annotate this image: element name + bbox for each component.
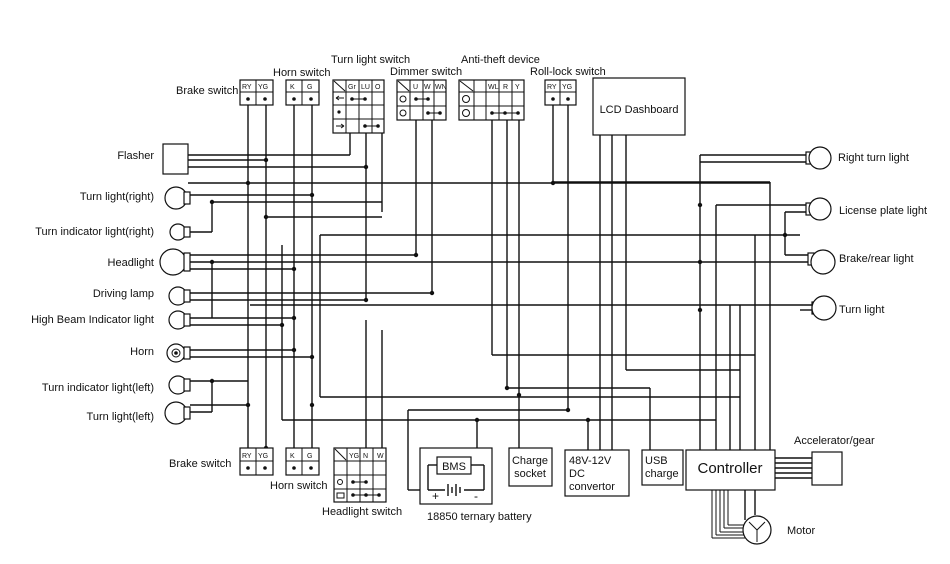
headlight-switch-col-3: W	[377, 453, 384, 460]
roll-lock-col-1: RY	[547, 84, 557, 91]
roll-lock-col-2: YG	[562, 84, 572, 91]
right-turn-light: Right turn light	[805, 146, 909, 170]
lock-icon	[462, 95, 470, 103]
dc-convertor-line2: DC	[569, 468, 585, 480]
turn-light-right: Turn light(right)	[80, 186, 191, 210]
horn-label: Horn	[130, 346, 154, 358]
charge-socket-line1: Charge	[512, 455, 548, 467]
dc-convertor-line3: convertor	[569, 481, 615, 493]
driving-lamp: Driving lamp	[93, 286, 191, 306]
horn-bottom-col-2: G	[307, 453, 312, 460]
dc-convertor: 48V-12V DC convertor	[564, 449, 630, 497]
turn-light: Turn light	[811, 295, 884, 321]
battery-pack: BMS + - 18850 ternary battery	[419, 447, 532, 523]
anti-theft-col-3: Y	[515, 84, 520, 91]
charge-socket-line2: socket	[514, 468, 546, 480]
turn-indicator-right-label: Turn indicator light(right)	[35, 226, 154, 238]
brake-switch-top: RY YG Brake switch	[176, 79, 274, 106]
anti-theft-device-label: Anti-theft device	[461, 54, 540, 66]
turn-light-switch: Gr LU O Turn light switch	[331, 54, 410, 134]
dimmer-col-3: WN	[435, 84, 447, 91]
turn-switch-col-3: O	[375, 84, 381, 91]
battery-plus: +	[432, 489, 439, 503]
headlight-switch: YG N W Headlight switch	[322, 447, 402, 518]
driving-lamp-label: Driving lamp	[93, 288, 154, 300]
license-plate-light: License plate light	[805, 197, 927, 221]
dc-convertor-line1: 48V-12V	[569, 455, 612, 467]
horn-top-col-2: G	[307, 84, 312, 91]
headlight-label: Headlight	[108, 257, 154, 269]
charge-socket: Charge socket	[508, 447, 553, 487]
roll-lock-switch: RY YG Roll-lock switch	[530, 66, 606, 106]
headlight-switch-col-2: N	[363, 453, 368, 460]
battery-label: 18850 ternary battery	[427, 511, 532, 523]
brake-rear-light-label: Brake/rear light	[839, 253, 914, 265]
low-beam-icon	[399, 109, 407, 117]
high-beam-icon	[399, 95, 407, 103]
brake-top-col-1: RY	[242, 84, 252, 91]
turn-light-left-label: Turn light(left)	[87, 411, 154, 423]
dimmer-col-2: W	[424, 84, 431, 91]
roll-lock-switch-label: Roll-lock switch	[530, 66, 606, 78]
right-turn-light-label: Right turn light	[838, 152, 909, 164]
usb-charge-line1: USB	[645, 455, 668, 467]
brake-top-col-2: YG	[258, 84, 268, 91]
bms-label: BMS	[442, 461, 466, 473]
horn-switch-top-label: Horn switch	[273, 67, 330, 79]
lcd-dashboard: LCD Dashboard	[592, 77, 686, 136]
horn-switch-bottom-label: Horn switch	[270, 480, 327, 492]
anti-theft-device: WL R Y Anti-theft device	[458, 54, 540, 121]
headlamp-icon	[336, 492, 345, 499]
turn-indicator-right: Turn indicator light(right)	[35, 223, 191, 241]
usb-charge: USB charge	[641, 449, 684, 486]
horn-top-col-1: K	[290, 84, 295, 91]
brake-switch-top-label: Brake switch	[176, 85, 238, 97]
dimmer-switch: U W WN Dimmer switch	[390, 66, 462, 121]
anti-theft-col-2: R	[503, 84, 508, 91]
turn-light-label: Turn light	[839, 304, 884, 316]
parking-light-icon	[337, 479, 343, 485]
turn-switch-col-1: Gr	[348, 84, 356, 91]
flasher: Flasher	[117, 143, 189, 175]
controller-label: Controller	[697, 460, 762, 477]
dimmer-col-1: U	[413, 84, 418, 91]
dimmer-switch-label: Dimmer switch	[390, 66, 462, 78]
wires	[188, 105, 816, 539]
usb-charge-line2: charge	[645, 468, 679, 480]
anti-theft-col-1: WL	[488, 84, 499, 91]
headlight: Headlight	[108, 248, 191, 276]
brake-switch-bottom-label: Brake switch	[169, 458, 231, 470]
brake-bottom-col-2: YG	[258, 453, 268, 460]
turn-indicator-left-label: Turn indicator light(left)	[42, 382, 154, 394]
lcd-dashboard-label: LCD Dashboard	[600, 104, 679, 116]
license-plate-light-label: License plate light	[839, 205, 927, 217]
accelerator-gear: Accelerator/gear	[794, 435, 875, 486]
horn-bottom-col-1: K	[290, 453, 295, 460]
turn-light-left: Turn light(left)	[87, 401, 191, 425]
arrow-right-icon	[336, 123, 345, 129]
controller: Controller	[685, 449, 776, 491]
unlock-icon	[462, 109, 470, 117]
turn-light-right-label: Turn light(right)	[80, 191, 154, 203]
horn-switch-top: K G Horn switch	[273, 67, 330, 106]
accelerator-gear-label: Accelerator/gear	[794, 435, 875, 447]
brake-bottom-col-1: RY	[242, 453, 252, 460]
headlight-switch-label: Headlight switch	[322, 506, 402, 518]
turn-switch-col-2: LU	[361, 84, 370, 91]
motor-label: Motor	[787, 525, 815, 537]
horn-switch-bottom: K G Horn switch	[270, 447, 327, 492]
turn-indicator-left: Turn indicator light(left)	[42, 375, 191, 395]
battery-minus: -	[474, 489, 478, 503]
turn-light-switch-label: Turn light switch	[331, 54, 410, 66]
headlight-switch-col-1: YG	[349, 453, 359, 460]
brake-switch-bottom: RY YG Brake switch	[169, 447, 274, 476]
motor: Motor	[742, 515, 815, 545]
arrow-left-icon	[335, 95, 344, 101]
flasher-label: Flasher	[117, 150, 154, 162]
horn: Horn	[130, 343, 191, 363]
brake-rear-light: Brake/rear light	[807, 249, 914, 275]
high-beam-indicator: High Beam Indicator light	[31, 310, 191, 330]
high-beam-indicator-label: High Beam Indicator light	[31, 314, 154, 326]
